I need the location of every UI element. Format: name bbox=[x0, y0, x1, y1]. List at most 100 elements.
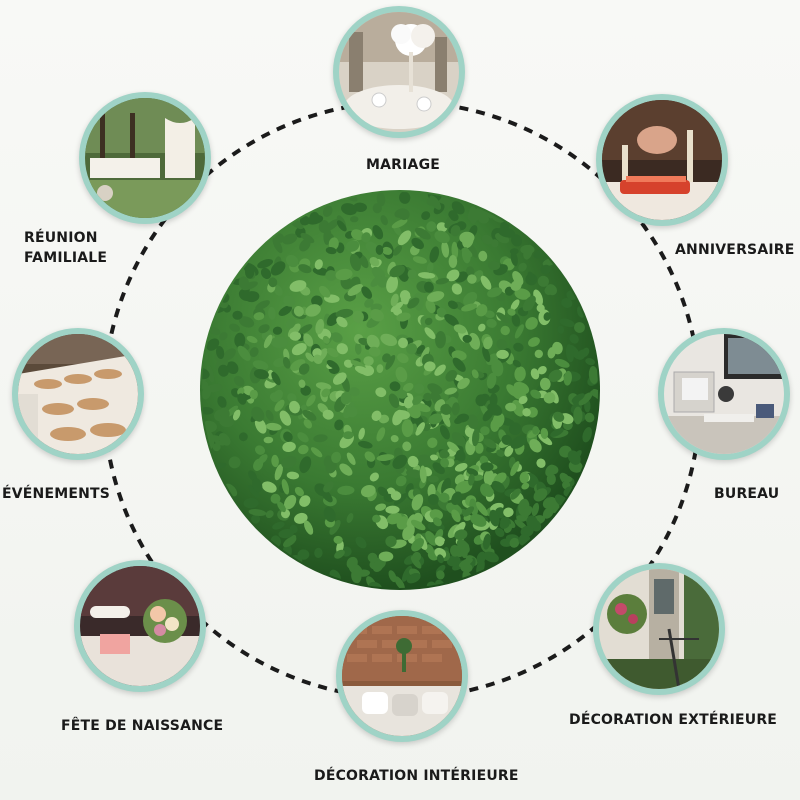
boxwood-leaf bbox=[300, 385, 311, 396]
boxwood-leaf bbox=[202, 385, 212, 400]
boxwood-leaf bbox=[585, 358, 595, 366]
boxwood-leaf bbox=[313, 354, 323, 365]
boxwood-leaf bbox=[546, 473, 556, 485]
boxwood-leaf bbox=[574, 322, 585, 333]
boxwood-leaf bbox=[337, 485, 355, 496]
boxwood-leaf bbox=[427, 494, 439, 505]
boxwood-leaf bbox=[346, 513, 354, 523]
boxwood-leaf bbox=[270, 493, 281, 504]
boxwood-leaf bbox=[228, 456, 241, 469]
boxwood-leaf bbox=[486, 318, 497, 328]
boxwood-leaf bbox=[481, 234, 493, 245]
boxwood-leaf bbox=[416, 344, 426, 355]
boxwood-leaf bbox=[281, 479, 290, 495]
boxwood-leaf bbox=[272, 237, 283, 254]
boxwood-leaf bbox=[468, 332, 481, 350]
boxwood-leaf bbox=[522, 408, 531, 417]
bureau-photo bbox=[658, 328, 790, 460]
boxwood-leaf bbox=[407, 297, 420, 309]
evenements-photo bbox=[12, 328, 144, 460]
boxwood-leaf bbox=[385, 505, 400, 514]
boxwood-leaf bbox=[447, 300, 458, 310]
boxwood-leaf bbox=[381, 246, 393, 255]
boxwood-leaf bbox=[351, 229, 364, 241]
boxwood-leaf bbox=[329, 519, 341, 535]
boxwood-leaf bbox=[388, 393, 400, 409]
boxwood-leaf bbox=[471, 369, 479, 379]
boxwood-leaf bbox=[475, 442, 484, 454]
boxwood-leaf bbox=[496, 339, 508, 350]
boxwood-leaf bbox=[372, 225, 384, 240]
boxwood-leaf bbox=[412, 256, 427, 264]
boxwood-leaf bbox=[424, 317, 433, 326]
boxwood-leaf bbox=[376, 192, 386, 207]
boxwood-leaf bbox=[322, 205, 333, 217]
boxwood-leaf bbox=[534, 349, 543, 359]
boxwood-leaf bbox=[377, 486, 389, 497]
boxwood-leaf bbox=[364, 451, 376, 462]
boxwood-leaf bbox=[347, 284, 364, 296]
boxwood-leaf bbox=[496, 312, 510, 324]
boxwood-leaf bbox=[369, 472, 379, 482]
boxwood-leaf bbox=[454, 529, 468, 541]
boxwood-leaf bbox=[451, 509, 461, 523]
boxwood-leaf bbox=[482, 533, 491, 550]
boxwood-leaf bbox=[451, 283, 463, 295]
boxwood-leaf bbox=[506, 384, 519, 397]
boxwood-leaf bbox=[416, 454, 431, 467]
boxwood-leaf bbox=[398, 208, 410, 221]
boxwood-leaf bbox=[283, 295, 296, 307]
boxwood-leaf bbox=[358, 427, 365, 440]
boxwood-leaf bbox=[434, 536, 445, 547]
boxwood-leaf bbox=[358, 254, 369, 269]
boxwood-leaf bbox=[424, 327, 436, 340]
boxwood-leaf bbox=[557, 325, 565, 334]
boxwood-leaf bbox=[496, 449, 505, 457]
boxwood-leaf bbox=[460, 563, 473, 573]
boxwood-leaf bbox=[520, 244, 535, 255]
boxwood-leaf bbox=[514, 288, 531, 300]
boxwood-leaf bbox=[253, 312, 265, 321]
boxwood-leaf bbox=[513, 381, 530, 395]
boxwood-leaf bbox=[279, 410, 292, 426]
boxwood-leaf bbox=[567, 450, 581, 465]
boxwood-leaf bbox=[435, 277, 449, 285]
boxwood-leaf bbox=[323, 506, 336, 523]
boxwood-leaf bbox=[536, 458, 546, 468]
boxwood-leaf bbox=[345, 240, 360, 252]
boxwood-leaf bbox=[294, 486, 304, 497]
anniversaire-photo bbox=[596, 94, 728, 226]
boxwood-leaf bbox=[455, 449, 466, 462]
boxwood-leaf bbox=[407, 455, 419, 468]
boxwood-leaf bbox=[364, 298, 374, 308]
boxwood-leaf bbox=[503, 507, 514, 518]
boxwood-leaf bbox=[425, 531, 437, 546]
boxwood-leaf bbox=[426, 291, 445, 302]
boxwood-leaf bbox=[522, 295, 536, 312]
boxwood-leaf bbox=[399, 290, 411, 301]
boxwood-leaf bbox=[509, 422, 522, 436]
boxwood-leaf bbox=[561, 298, 573, 308]
boxwood-leaf bbox=[244, 265, 255, 279]
boxwood-leaf bbox=[263, 334, 273, 349]
boxwood-leaf bbox=[282, 356, 291, 369]
boxwood-leaf bbox=[397, 337, 409, 349]
boxwood-leaf bbox=[271, 371, 281, 386]
boxwood-leaf bbox=[426, 221, 437, 232]
boxwood-leaf bbox=[278, 305, 292, 316]
boxwood-leaf bbox=[445, 369, 457, 382]
boxwood-leaf bbox=[521, 506, 533, 518]
boxwood-leaf bbox=[562, 475, 573, 483]
boxwood-leaf bbox=[510, 488, 521, 500]
boxwood-leaf bbox=[448, 210, 458, 219]
boxwood-leaf bbox=[202, 367, 210, 380]
boxwood-leaf bbox=[429, 246, 440, 263]
boxwood-leaf bbox=[326, 359, 339, 370]
boxwood-leaf bbox=[530, 389, 542, 399]
boxwood-leaf bbox=[532, 426, 540, 435]
boxwood-leaf bbox=[487, 403, 503, 416]
boxwood-leaf bbox=[361, 232, 371, 243]
boxwood-leaf bbox=[441, 411, 451, 427]
boxwood-leaf bbox=[390, 434, 399, 443]
boxwood-leaf bbox=[300, 232, 315, 244]
